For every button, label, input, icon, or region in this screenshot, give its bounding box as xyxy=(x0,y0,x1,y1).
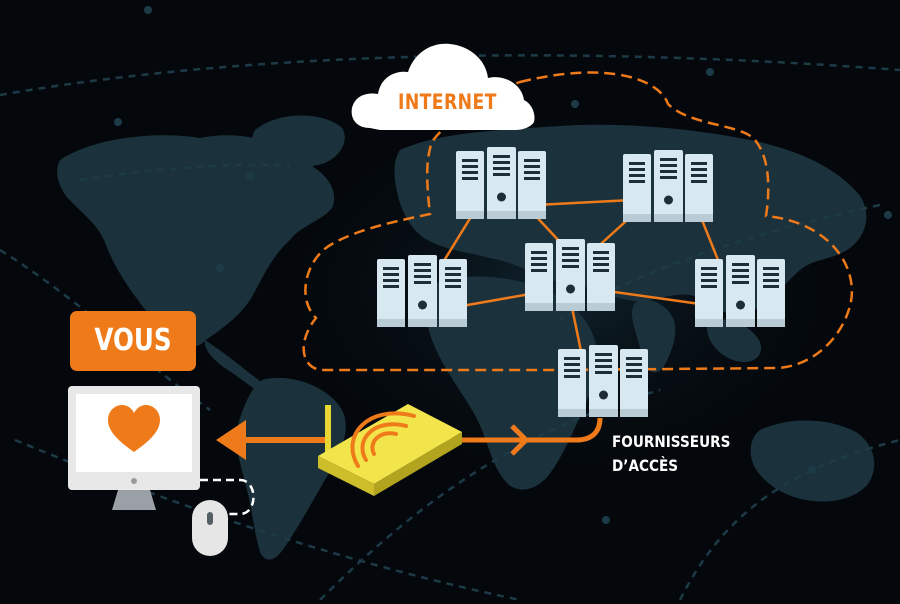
you-label: VOUS xyxy=(94,323,172,358)
server-rack-top-right xyxy=(623,150,713,222)
link-c-e xyxy=(599,288,701,306)
heart-icon xyxy=(108,405,160,452)
link-c-d xyxy=(461,292,531,308)
desktop-computer-icon xyxy=(68,386,200,510)
south-america-shape xyxy=(236,377,346,560)
australia-shape xyxy=(750,420,875,502)
map-route-dots xyxy=(114,6,892,524)
southeast-asia-shape xyxy=(707,319,762,362)
wifi-signal-icon xyxy=(350,411,416,468)
africa-shape xyxy=(426,276,598,490)
downstream-arrowhead xyxy=(510,424,530,456)
server-rack-left xyxy=(377,255,467,327)
isp-to-router-link xyxy=(440,417,603,443)
computer-arrowhead xyxy=(216,420,246,460)
world-map xyxy=(57,115,875,560)
north-america-shape xyxy=(57,135,335,347)
link-a-b xyxy=(535,198,633,207)
server-rack-center xyxy=(525,239,615,311)
central-america-shape xyxy=(204,340,266,392)
server-rack-isp xyxy=(558,345,648,417)
server-rack-right xyxy=(695,255,785,327)
wifi-router-icon xyxy=(318,404,462,496)
isp-label-line1: FOURNISSEURS xyxy=(612,432,731,451)
internet-label: INTERNET xyxy=(398,90,497,114)
link-a-d xyxy=(440,211,476,265)
mouse-cable xyxy=(200,478,255,516)
cloud-icon xyxy=(351,43,535,130)
server-rack-top-left xyxy=(456,147,546,219)
monitor-stand xyxy=(112,490,156,510)
you-badge: VOUS xyxy=(70,311,196,371)
isp-label-line2: D’ACCÈS xyxy=(612,456,679,475)
mouse-icon xyxy=(192,500,228,556)
server-links xyxy=(440,198,724,357)
isp-label: FOURNISSEURS D’ACCÈS xyxy=(612,430,730,478)
internet-boundary xyxy=(302,71,854,372)
greenland-shape xyxy=(252,115,345,167)
